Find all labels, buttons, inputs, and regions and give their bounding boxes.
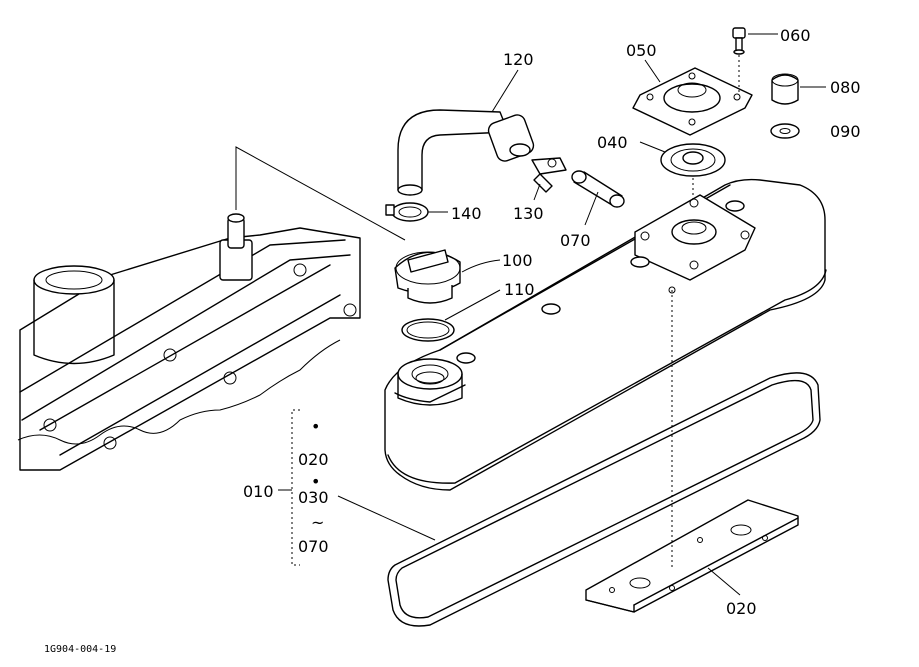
label-110: 110	[504, 280, 535, 299]
bullet-2: •	[311, 472, 320, 491]
clip-130	[531, 157, 567, 193]
label-130: 130	[513, 204, 544, 223]
label-080: 080	[830, 78, 861, 97]
label-070-group: 070	[298, 537, 329, 556]
o-ring-110	[401, 318, 455, 342]
filler-cap-100	[394, 249, 461, 304]
label-030: 030	[298, 488, 329, 507]
plate-020	[585, 499, 799, 613]
diaphragm-040	[660, 143, 726, 177]
leader-110	[444, 289, 501, 321]
label-010: 010	[243, 482, 274, 501]
leader-120	[491, 69, 519, 113]
leader-130	[533, 183, 541, 201]
leader-head	[235, 146, 406, 241]
label-070-pipe: 070	[560, 231, 591, 250]
leader-050	[644, 59, 661, 83]
bolt-060	[732, 27, 746, 55]
label-040: 040	[597, 133, 628, 152]
leader-100	[461, 259, 501, 273]
group-bracket	[291, 409, 300, 566]
label-020-plate: 020	[726, 599, 757, 618]
label-060: 060	[780, 26, 811, 45]
cylinder-head	[17, 213, 361, 471]
cap-080	[771, 73, 799, 105]
leader-070b	[584, 191, 599, 226]
label-tilde: ~	[311, 513, 324, 532]
washer-090	[770, 123, 800, 139]
pipe-070	[571, 170, 625, 208]
bullet-1: •	[311, 417, 320, 436]
gasket	[387, 372, 821, 627]
label-120: 120	[503, 50, 534, 69]
leader-040	[639, 141, 666, 153]
label-050: 050	[626, 41, 657, 60]
label-100: 100	[502, 251, 533, 270]
label-020-group: 020	[298, 450, 329, 469]
breather-hose	[397, 109, 535, 196]
diagram-id: 1G904-004-19	[44, 644, 116, 655]
hose-clamp-140	[385, 202, 429, 222]
label-090: 090	[830, 122, 861, 141]
plate-050	[632, 67, 753, 136]
label-140: 140	[451, 204, 482, 223]
leader-030	[337, 495, 436, 541]
rocker-cover	[384, 178, 827, 491]
leader-020	[707, 567, 741, 596]
